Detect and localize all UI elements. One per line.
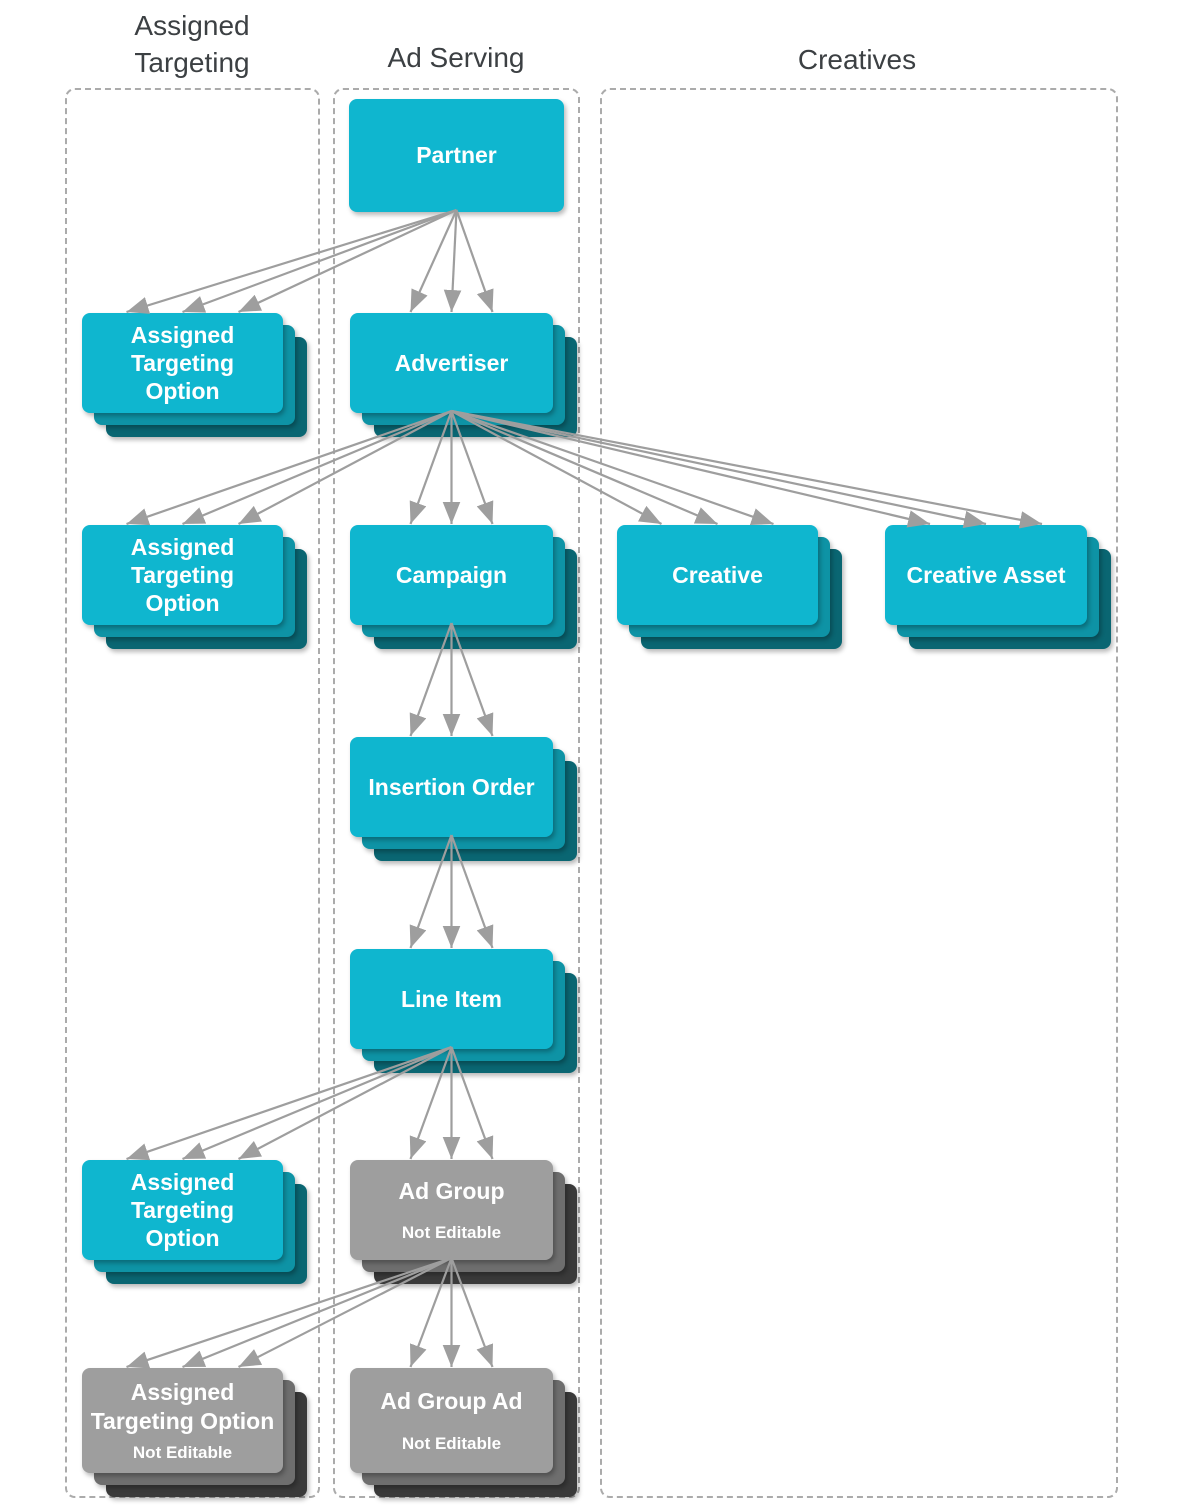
- node-creative-asset: Creative Asset: [885, 525, 1111, 649]
- column-header-assigned-targeting: Assigned Targeting: [134, 10, 250, 78]
- node-label: Creative Asset: [906, 561, 1066, 588]
- node-advertiser: Advertiser: [350, 313, 577, 437]
- node-line-item: Line Item: [350, 949, 577, 1073]
- node-label: Ad Group Ad: [380, 1388, 523, 1415]
- not-editable-badge: Not Editable: [132, 1442, 233, 1462]
- column-header-creatives: Creatives: [797, 44, 917, 75]
- node-label: Line Item: [401, 985, 502, 1012]
- node-assigned-targeting-option-partner: Assigned Targeting Option: [82, 313, 307, 437]
- column-ad-serving: [333, 88, 580, 1498]
- node-insertion-order: Insertion Order: [350, 737, 577, 861]
- node-label: Assigned Targeting Option: [130, 321, 235, 405]
- node-ad-group: Ad Group Not Editable: [350, 1160, 577, 1284]
- column-assigned-targeting: [65, 88, 320, 1498]
- not-editable-badge: Not Editable: [401, 1223, 502, 1243]
- node-label: Partner: [416, 142, 497, 169]
- node-label: Ad Group: [398, 1177, 505, 1204]
- node-label: Advertiser: [394, 349, 509, 376]
- node-campaign: Campaign: [350, 525, 577, 649]
- node-label: Insertion Order: [368, 773, 535, 800]
- node-label: Creative: [672, 561, 763, 588]
- node-label: Assigned Targeting Option: [130, 533, 235, 617]
- node-creative: Creative: [617, 525, 842, 649]
- node-assigned-targeting-option-advertiser: Assigned Targeting Option: [82, 525, 307, 649]
- node-partner: Partner: [349, 99, 564, 212]
- column-creatives: [600, 88, 1118, 1498]
- node-assigned-targeting-option-line-item: Assigned Targeting Option: [82, 1160, 307, 1284]
- node-ad-group-ad: Ad Group Ad Not Editable: [350, 1368, 577, 1497]
- not-editable-badge: Not Editable: [401, 1433, 502, 1453]
- node-label: Assigned Targeting Option: [90, 1379, 275, 1434]
- node-assigned-targeting-option-ad-group: Assigned Targeting Option Not Editable: [82, 1368, 307, 1497]
- node-label: Campaign: [395, 561, 508, 588]
- column-header-ad-serving: Ad Serving: [387, 42, 525, 73]
- node-label: Assigned Targeting Option: [130, 1168, 235, 1252]
